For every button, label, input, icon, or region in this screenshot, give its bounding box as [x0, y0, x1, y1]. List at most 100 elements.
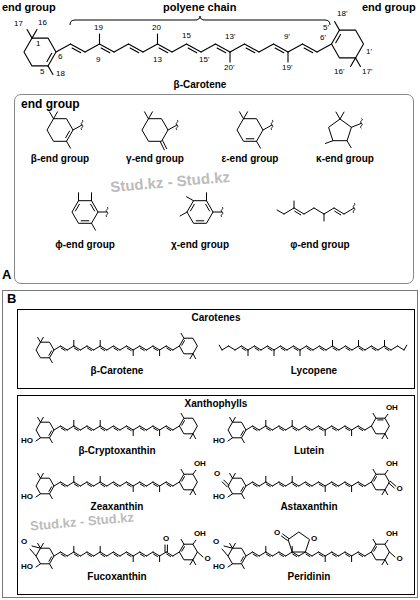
bond-line — [292, 426, 299, 430]
bond-line — [107, 482, 114, 486]
bond-line — [272, 482, 279, 486]
atom-label: OH — [386, 530, 398, 538]
bond-line — [286, 552, 293, 556]
bond-line — [241, 431, 244, 436]
bond-line — [242, 348, 246, 350]
bond-line — [133, 552, 140, 556]
bond-line — [246, 482, 253, 486]
bond-line — [190, 560, 193, 565]
bond-line — [339, 346, 346, 350]
bond-line — [166, 426, 173, 430]
carbon-number: 16' — [334, 68, 344, 76]
bond-line — [120, 552, 127, 556]
bond-line — [154, 348, 158, 350]
bond-line — [160, 426, 167, 430]
bond-line — [292, 552, 299, 556]
carbon-number: 15 — [182, 32, 191, 40]
bond-line — [320, 346, 327, 350]
bond-line — [389, 552, 395, 557]
bond-line — [253, 426, 260, 430]
bond-line — [140, 482, 147, 486]
bond-line — [159, 350, 160, 356]
bond-line — [94, 482, 101, 486]
bond-line — [246, 138, 254, 139]
bond-line — [253, 428, 257, 430]
bond-line — [67, 482, 74, 486]
bond-line — [88, 484, 92, 486]
carbon-number: 20 — [152, 24, 161, 32]
bond-line — [382, 434, 385, 439]
bond-path — [179, 544, 197, 560]
bond-line — [100, 476, 101, 482]
bond-line — [346, 348, 350, 350]
bond-line — [146, 552, 153, 556]
bond-line — [365, 426, 372, 430]
bond-line — [345, 552, 352, 556]
bond-path — [36, 422, 54, 438]
bond-line — [54, 426, 61, 430]
bond-line — [213, 212, 222, 213]
carbon-number: 17' — [362, 68, 372, 76]
bond-line — [332, 554, 336, 556]
bond-line — [294, 201, 295, 208]
bond-line — [242, 346, 249, 350]
bond-line — [140, 426, 147, 430]
bond-line — [229, 346, 236, 350]
bond-line — [193, 490, 196, 495]
bond-line — [74, 552, 81, 556]
bond-line — [352, 482, 359, 486]
bond-line — [87, 426, 94, 430]
bond-line — [333, 346, 340, 350]
end-group-name: φ-end group — [290, 240, 349, 250]
bond-line — [365, 552, 372, 556]
bond-path — [371, 544, 389, 560]
bond-line — [335, 211, 341, 215]
bond-line — [248, 346, 255, 350]
bond-line — [230, 44, 245, 52]
bond-line — [182, 547, 185, 552]
carbon-number: 19 — [94, 24, 103, 32]
bond-line — [113, 346, 120, 350]
bond-line — [312, 426, 319, 430]
bond-line — [130, 48, 139, 53]
box-heading: Carotenes — [192, 312, 241, 324]
carbon-number: 5' — [323, 24, 329, 32]
bond-line — [50, 494, 53, 499]
bond-line — [374, 477, 377, 482]
bond-line — [242, 564, 245, 569]
bond-line — [288, 44, 303, 52]
bond-line — [305, 482, 312, 486]
bond-line — [153, 552, 160, 556]
bond-line — [292, 476, 293, 482]
bond-line — [100, 546, 101, 552]
bond-line — [325, 486, 326, 492]
bond-line — [266, 552, 273, 556]
bond-line — [325, 552, 332, 556]
carbon-number: 13 — [153, 56, 162, 64]
bond-line — [233, 543, 236, 548]
bond-line — [172, 44, 187, 52]
bond-line — [114, 484, 118, 486]
bond-line — [373, 539, 376, 544]
bond-line — [281, 348, 285, 350]
compound-name: β-Cryptoxanthin — [78, 446, 155, 456]
bond-line — [265, 476, 266, 482]
bond-line — [266, 426, 273, 430]
bond-line — [100, 340, 101, 346]
bond-line — [336, 34, 341, 42]
compound-name: β-Carotene — [174, 80, 227, 90]
end-group-name: χ-end group — [171, 240, 229, 250]
bond-line — [113, 552, 120, 556]
panel-letter: A — [2, 268, 11, 281]
bond-line — [217, 48, 226, 53]
bond-line — [38, 473, 41, 478]
bond-line — [61, 484, 65, 486]
bond-line — [114, 428, 118, 430]
bond-line — [333, 348, 337, 350]
atom-label: O — [397, 485, 403, 493]
bond-line — [114, 44, 129, 52]
bond-line — [73, 125, 82, 130]
bond-path — [271, 120, 273, 130]
bond-line — [127, 482, 134, 486]
bond-line — [49, 431, 52, 436]
